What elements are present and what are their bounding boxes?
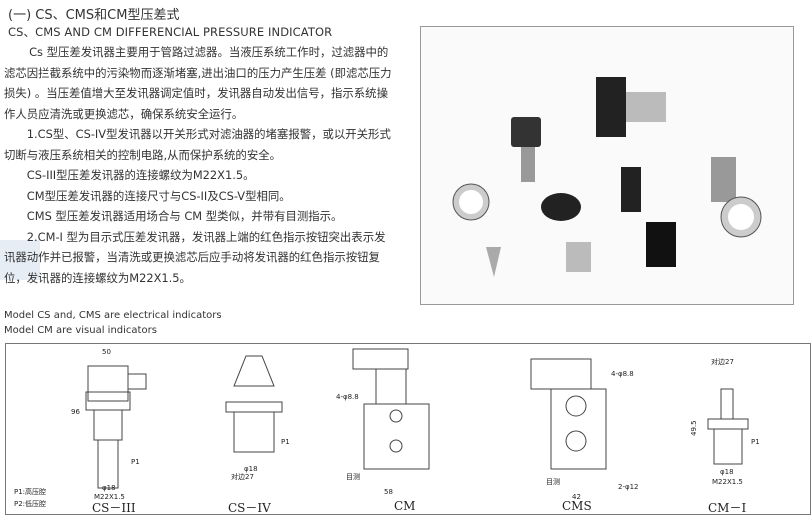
- dim-label: M22X1.5: [712, 478, 743, 486]
- dim-label: φ18: [720, 468, 734, 476]
- dim-label: P1: [281, 438, 290, 446]
- dim-label: 49.5: [690, 420, 698, 436]
- heading-cn: (一) CS、CMS和CM型压差式: [8, 8, 180, 23]
- drawing-label-cm: CM: [394, 499, 416, 513]
- paragraph: Cs 型压差发讯器主要用于管路过滤器。当液压系统工作时，过滤器中的滤芯因拦截系统…: [4, 45, 392, 121]
- legend-p1: P1:高压腔: [14, 487, 46, 496]
- dim-label: 42: [572, 493, 581, 501]
- dim-label: 50: [102, 348, 111, 356]
- dim-label: φ18: [102, 484, 116, 492]
- dim-label: P1: [131, 458, 140, 466]
- drawing-label-cms: CMS: [562, 499, 592, 513]
- dim-label: 58: [384, 488, 393, 496]
- heading-en: CS、CMS AND CM DIFFERENCIAL PRESSURE INDI…: [8, 25, 333, 39]
- watermark: [0, 240, 40, 280]
- dim-label: 对边27: [231, 472, 254, 481]
- dim-label: φ18: [244, 465, 258, 473]
- paragraph: 2.CM-I 型为目示式压差发讯器，发讯器上端的红色指示按钮突出表示发讯器动作并…: [4, 229, 386, 285]
- description: Cs 型压差发讯器主要用于管路过滤器。当液压系统工作时，过滤器中的滤芯因拦截系统…: [4, 42, 396, 288]
- note-visual: Model CM are visual indicators: [4, 325, 157, 336]
- drawing-label-cs-iv: CS－IV: [228, 501, 271, 515]
- dim-label: 4-φ8.8: [611, 370, 634, 378]
- paragraph: 1.CS型、CS-IV型发讯器以开关形式对滤油器的堵塞报警，或以开关形式切断与液…: [4, 127, 391, 162]
- dim-label: M22X1.5: [94, 493, 125, 501]
- dim-label: 4-φ8.8: [336, 393, 359, 401]
- dim-label: 目测: [346, 473, 360, 481]
- dim-label: 96: [71, 408, 80, 416]
- product-photo: [420, 26, 794, 305]
- dim-label: P1: [751, 438, 760, 446]
- note-electrical: Model CS and, CMS are electrical indicat…: [4, 310, 222, 321]
- product-photo-illustration: [452, 77, 762, 277]
- dim-label: 对边27: [711, 357, 734, 366]
- drawing-label-cm-i: CM－I: [708, 501, 747, 515]
- dim-label: 2-φ12: [618, 483, 639, 491]
- dim-label: 目测: [546, 478, 560, 486]
- dimension-drawings: 50 96 P1 φ18 M22X1.5 φ18 对边27 P1 4-φ8.8 …: [5, 343, 811, 515]
- paragraph: CMS 型压差发讯器适用场合与 CM 型类似，并带有目测指示。: [26, 209, 343, 223]
- legend-p2: P2:低压腔: [14, 499, 46, 508]
- drawing-label-cs-iii: CS－III: [92, 501, 136, 515]
- technical-drawings: 50 96 P1 φ18 M22X1.5 φ18 对边27 P1 4-φ8.8 …: [14, 348, 760, 508]
- paragraph: CS-III型压差发讯器的连接螺纹为M22X1.5。: [26, 168, 255, 182]
- paragraph: CM型压差发讯器的连接尺寸与CS-II及CS-V型相同。: [26, 188, 291, 203]
